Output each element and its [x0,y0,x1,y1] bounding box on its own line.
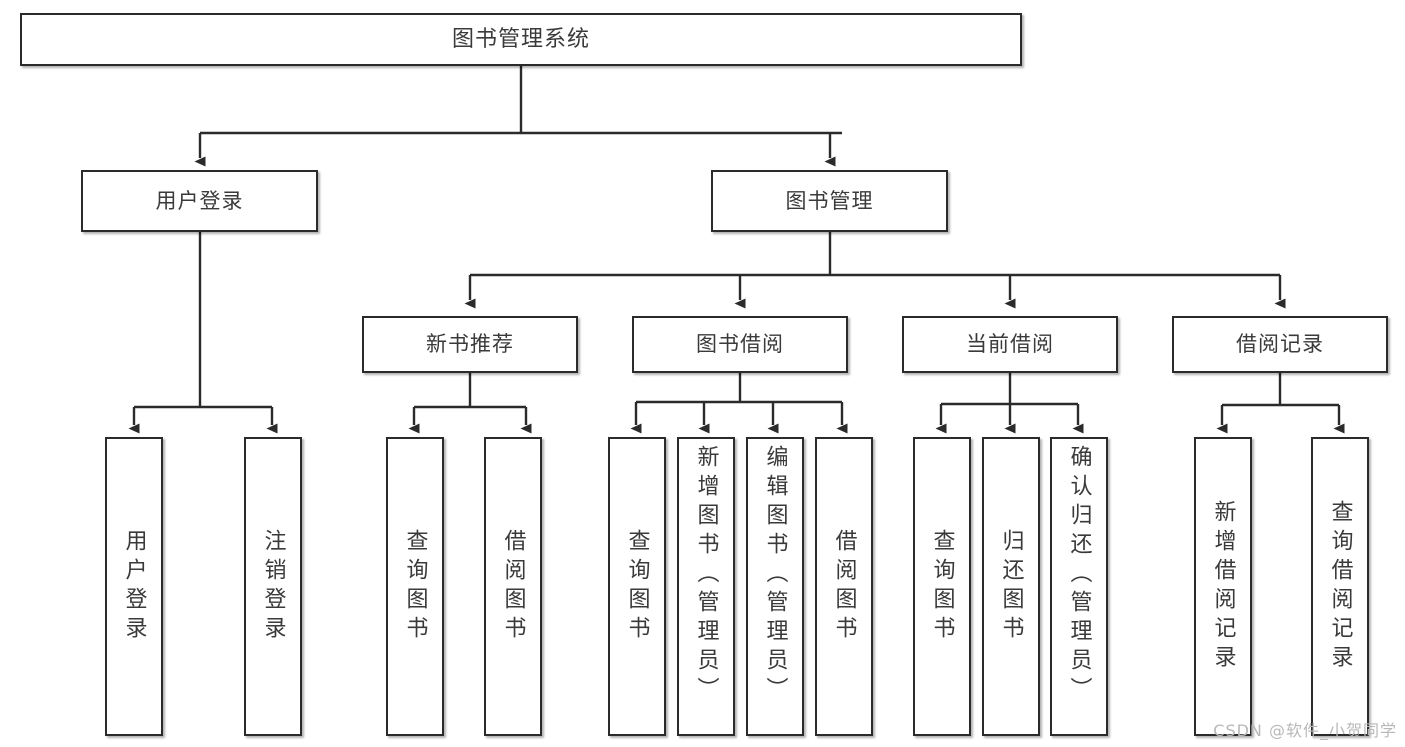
node-user-login-label: 用户登录 [155,188,244,213]
node-root-label: 图书管理系统 [451,26,590,52]
leaf-user-login-login[interactable]: 用户登录 [105,437,163,736]
leaf-current-borrow-query-label: 查询图书 [929,528,955,645]
node-new-book-recommend[interactable]: 新书推荐 [362,316,578,373]
leaf-borrow-record-add[interactable]: 新增借阅记录 [1194,437,1252,736]
leaf-book-borrow-add-label: 新增图书（管理员） [693,445,719,706]
leaf-book-borrow-edit-label: 编辑图书（管理员） [762,445,788,706]
leaf-book-borrow-query[interactable]: 查询图书 [608,437,666,736]
leaf-current-borrow-query[interactable]: 查询图书 [913,437,971,736]
leaf-book-borrow-borrow[interactable]: 借阅图书 [815,437,873,736]
leaf-user-login-logout-label: 注销登录 [260,528,286,645]
node-new-book-recommend-label: 新书推荐 [426,332,514,357]
leaf-current-borrow-return[interactable]: 归还图书 [982,437,1040,736]
leaf-book-borrow-borrow-label: 借阅图书 [831,528,857,645]
node-user-login[interactable]: 用户登录 [81,170,318,232]
leaf-current-borrow-confirm-label: 确认归还（管理员） [1066,445,1092,706]
leaf-new-book-query[interactable]: 查询图书 [386,437,444,736]
leaf-current-borrow-confirm[interactable]: 确认归还（管理员） [1050,437,1108,736]
node-borrow-record[interactable]: 借阅记录 [1172,316,1388,373]
node-root[interactable]: 图书管理系统 [20,13,1022,66]
leaf-book-borrow-add[interactable]: 新增图书（管理员） [677,437,735,736]
leaf-new-book-query-label: 查询图书 [402,528,428,645]
leaf-new-book-borrow[interactable]: 借阅图书 [484,437,542,736]
leaf-user-login-logout[interactable]: 注销登录 [244,437,302,736]
leaf-borrow-record-query-label: 查询借阅记录 [1327,499,1353,674]
leaf-borrow-record-query[interactable]: 查询借阅记录 [1311,437,1369,736]
leaf-book-borrow-query-label: 查询图书 [624,528,650,645]
node-current-borrow-label: 当前借阅 [966,332,1054,357]
leaf-book-borrow-edit[interactable]: 编辑图书（管理员） [746,437,804,736]
leaf-user-login-login-label: 用户登录 [121,528,147,645]
leaf-new-book-borrow-label: 借阅图书 [500,528,526,645]
csdn-watermark: CSDN @软件_小贺同学 [1213,721,1397,740]
node-book-borrow[interactable]: 图书借阅 [632,316,848,373]
node-book-management-label: 图书管理 [785,188,874,213]
leaf-current-borrow-return-label: 归还图书 [998,528,1024,645]
leaf-borrow-record-add-label: 新增借阅记录 [1210,499,1236,674]
node-borrow-record-label: 借阅记录 [1236,332,1324,357]
node-current-borrow[interactable]: 当前借阅 [902,316,1118,373]
node-book-borrow-label: 图书借阅 [696,332,784,357]
node-book-management[interactable]: 图书管理 [711,170,948,232]
